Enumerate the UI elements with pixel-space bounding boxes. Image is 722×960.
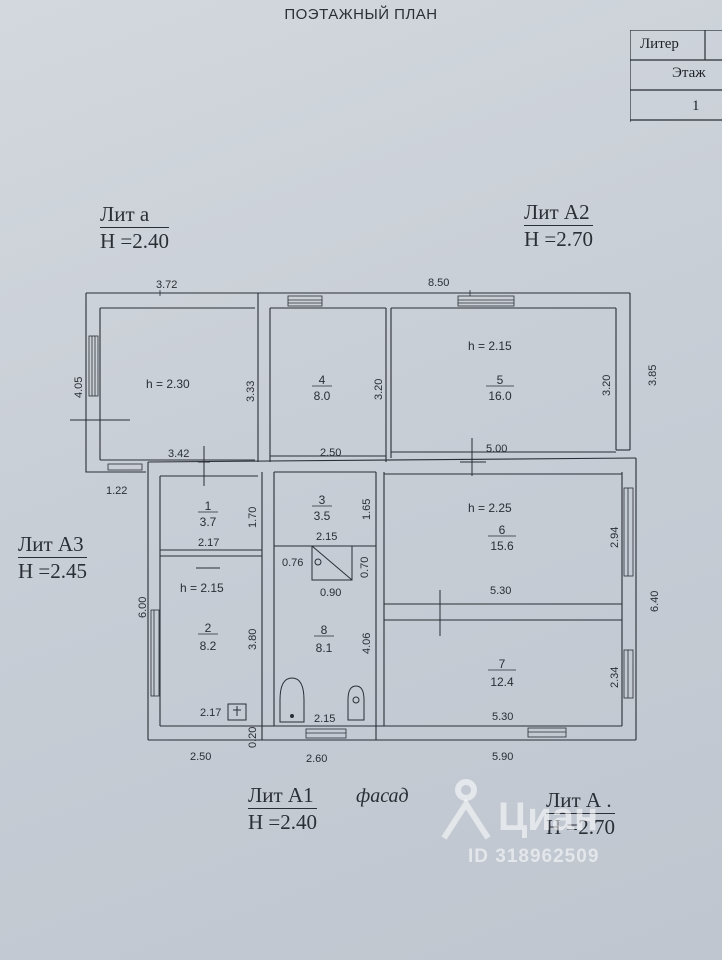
- room-6-num: 6: [499, 523, 506, 537]
- walls: [85, 292, 637, 741]
- dim-217-bot: 2.17: [200, 707, 221, 719]
- dim-left-lita: 4.05: [73, 377, 85, 398]
- stamp-floor-value: 1: [692, 98, 700, 114]
- dim-600: 6.00: [137, 597, 149, 618]
- dim-294: 2.94: [609, 527, 621, 548]
- lit-a2-label: Лит А2 H =2.70: [524, 200, 594, 251]
- dimension-labels: 3.72 8.50 4.05 3.33 3.20 3.20 3.85 3.42 …: [73, 277, 661, 765]
- dim-406: 4.06: [361, 633, 373, 654]
- dim-room4: 3.20: [373, 379, 385, 400]
- stamp-floor-label: Этаж: [672, 65, 706, 81]
- room-3-area: 3.5: [314, 509, 331, 523]
- room-8-area: 8.1: [316, 641, 333, 655]
- room-6-area: 15.6: [490, 539, 514, 553]
- room-3-num: 3: [319, 493, 326, 507]
- height-lit-a: h = 2.30: [146, 377, 190, 391]
- dim-090: 0.90: [320, 587, 341, 599]
- dim-165: 1.65: [361, 499, 373, 520]
- room-1-num: 1: [205, 499, 212, 513]
- watermark-brand: Циан: [498, 795, 599, 839]
- dim-020: 0.20: [247, 727, 259, 748]
- room-4-num: 4: [319, 373, 326, 387]
- stamp-liter: Литер: [640, 36, 679, 52]
- room-2-num: 2: [205, 621, 212, 635]
- dim-530-bot: 5.30: [492, 711, 513, 723]
- lit-a-label: Лит а H =2.40: [100, 202, 170, 253]
- dim-122: 1.22: [106, 485, 127, 497]
- ticks: [159, 290, 471, 296]
- dim-top-right: 8.50: [428, 277, 449, 289]
- dim-room5: 3.20: [601, 375, 613, 396]
- dim-380: 3.80: [247, 629, 259, 650]
- dim-top-left: 3.72: [156, 279, 177, 291]
- dim-070: 0.70: [359, 557, 371, 578]
- watermark-id: ID 318962509: [468, 846, 600, 867]
- dim-room-a: 3.33: [245, 381, 257, 402]
- dim-234: 2.34: [609, 667, 621, 688]
- room-8-num: 8: [321, 623, 328, 637]
- room-labels: h = 2.30 h = 2.15 h = 2.25 h = 2.15 4 8.…: [146, 339, 516, 689]
- facade-label: фасад: [356, 785, 409, 807]
- room-7-area: 12.4: [490, 675, 514, 689]
- dim-500: 5.00: [486, 443, 507, 455]
- room-5-num: 5: [497, 373, 504, 387]
- dim-590: 5.90: [492, 751, 513, 763]
- page-title: ПОЭТАЖНЫЙ ПЛАН: [284, 6, 438, 23]
- watermark-logo-icon: [441, 779, 491, 840]
- dim-342: 3.42: [168, 448, 189, 460]
- doors: [70, 400, 486, 636]
- room-1-area: 3.7: [200, 515, 217, 529]
- dim-640: 6.40: [649, 591, 661, 612]
- room-7-num: 7: [499, 657, 506, 671]
- dim-250-bot: 2.50: [190, 751, 211, 763]
- dim-250-mid: 2.50: [320, 447, 341, 459]
- dim-right-top: 3.85: [647, 365, 659, 386]
- lit-a3-label: Лит А3 H =2.45: [18, 532, 88, 583]
- dim-260: 2.60: [306, 753, 327, 765]
- dim-217-top: 2.17: [198, 537, 219, 549]
- dim-170: 1.70: [247, 507, 259, 528]
- lit-a1-label: Лит А1 H =2.40: [248, 783, 318, 834]
- fixtures: [227, 545, 365, 723]
- room-4-area: 8.0: [314, 389, 331, 403]
- stamp-text: Литер Этаж 1: [630, 30, 722, 122]
- room-2-area: 8.2: [200, 639, 217, 653]
- dim-215-bot: 2.15: [314, 713, 335, 725]
- lit-a-main-label: Лит А . H =2.70: [546, 788, 616, 839]
- dim-215-top: 2.15: [316, 531, 337, 543]
- room-5-area: 16.0: [488, 389, 512, 403]
- dim-530-mid: 5.30: [490, 585, 511, 597]
- windows: [88, 295, 634, 739]
- dim-076: 0.76: [282, 557, 303, 569]
- height-room5: h = 2.15: [468, 339, 512, 353]
- height-room6: h = 2.25: [468, 501, 512, 515]
- height-room2: h = 2.15: [180, 581, 224, 595]
- stamp-table: [630, 30, 722, 122]
